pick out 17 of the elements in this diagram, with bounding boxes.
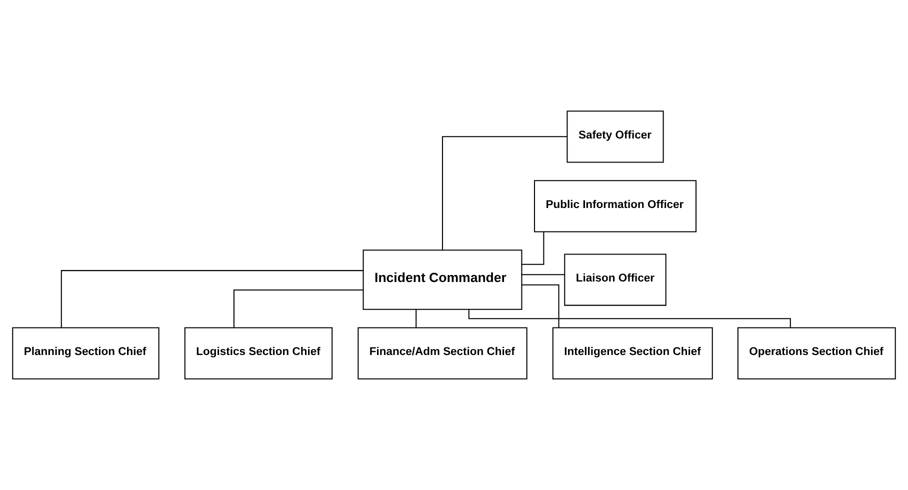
connector — [442, 136, 568, 250]
node-box: Planning Section Chief — [12, 327, 160, 380]
node-box: Incident Commander — [362, 250, 522, 310]
connector — [468, 310, 791, 328]
node-box: Liaison Officer — [564, 254, 666, 306]
connector — [416, 310, 417, 328]
node-box: Finance/Adm Section Chief — [358, 327, 528, 380]
node-box: Public Information Officer — [534, 180, 697, 232]
connector — [60, 270, 364, 328]
connector — [233, 289, 364, 328]
node-box: Logistics Section Chief — [184, 327, 333, 380]
connector — [522, 284, 560, 328]
node-box: Operations Section Chief — [737, 327, 896, 380]
connector — [522, 274, 565, 276]
node-box: Intelligence Section Chief — [552, 327, 713, 380]
connector — [522, 232, 544, 265]
node-box: Safety Officer — [566, 110, 664, 163]
